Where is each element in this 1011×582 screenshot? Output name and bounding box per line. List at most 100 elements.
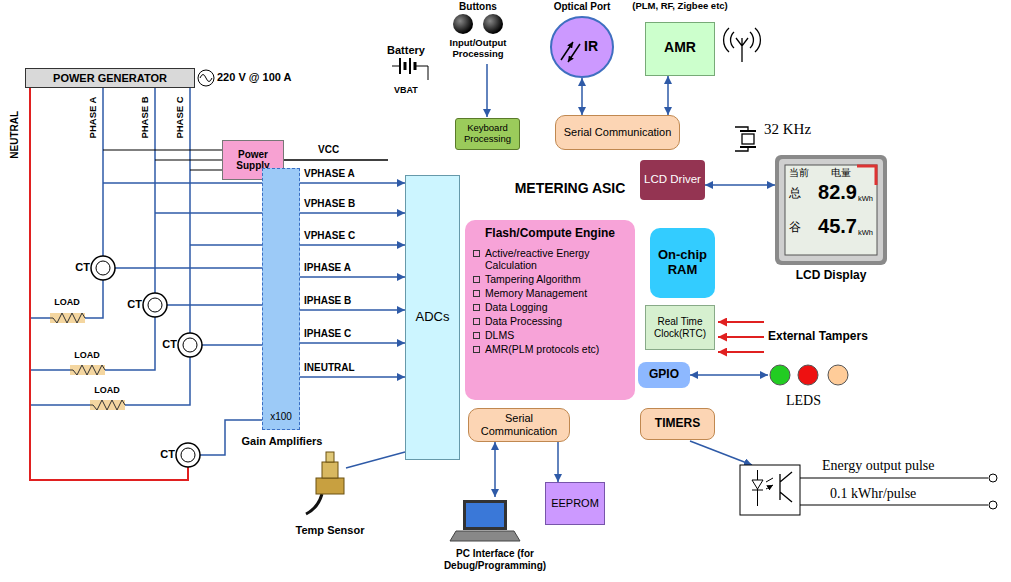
lcd-display: 当前电量82.9kWh总谷45.7kWhLCD Display xyxy=(775,155,887,265)
signal-label: VPHASE A xyxy=(304,168,386,180)
bullet-square xyxy=(473,276,480,283)
node-text: x100 xyxy=(263,411,299,423)
sensor-label: Temp Sensor xyxy=(288,524,372,537)
pin-name: VBAT xyxy=(394,85,430,95)
bullet-square xyxy=(473,332,480,339)
node-text: (PLM, RF, Zigbee etc) xyxy=(618,1,742,12)
wire-name: PHASE C xyxy=(175,92,186,142)
led-label: LEDS xyxy=(786,393,836,409)
signal-label: IPHASE B xyxy=(304,295,386,307)
keyboard-block: Keyboard Processing xyxy=(455,118,520,150)
node-text: AMR xyxy=(645,39,715,55)
adc-block: ADCs xyxy=(405,175,460,460)
list-row: Data Logging xyxy=(473,301,547,313)
node-text: IR xyxy=(584,38,608,54)
node-text: CT xyxy=(70,261,90,274)
node-text: 谷 xyxy=(789,221,803,235)
list-item: Data Logging xyxy=(485,301,547,313)
node-text: 电量 xyxy=(831,167,859,179)
ram-block: On-chip RAM xyxy=(650,228,715,298)
tamper-label: External Tampers xyxy=(768,330,908,344)
compute-engine-block: Flash/Compute EngineActive/reactive Ener… xyxy=(465,220,635,400)
list-row: Active/reactive Energy Calculation xyxy=(473,247,627,271)
wire-name: PHASE B xyxy=(140,92,151,142)
amr-module: (PLM, RF, Zigbee etc)AMR xyxy=(645,22,715,76)
signal-label: VCC xyxy=(318,144,362,156)
serial-block: Serial Communication xyxy=(555,115,680,150)
current-transformer: CT xyxy=(122,292,168,318)
antenna-symbol xyxy=(724,28,761,62)
list-item: Tampering Algorithm xyxy=(485,273,581,285)
load-label: LOAD xyxy=(47,297,87,307)
current-transformer: CT xyxy=(155,442,201,468)
optocoupler xyxy=(690,441,997,515)
led-lamps xyxy=(770,365,848,385)
node-text: METERING ASIC xyxy=(505,180,635,196)
node-text: 总 xyxy=(789,187,803,201)
ir-port-shape xyxy=(550,16,614,78)
timer-block: TIMERS xyxy=(640,408,715,440)
signal-label: VPHASE B xyxy=(304,198,386,210)
bullet-square xyxy=(473,346,480,353)
node-text: GPIO xyxy=(649,368,679,382)
node-text: ADCs xyxy=(416,310,450,325)
list-row: Data Processing xyxy=(473,315,562,327)
node-text: POWER GENERATOR xyxy=(53,72,167,85)
serial-block: Serial Communication xyxy=(468,408,570,442)
node-text: CT xyxy=(122,298,142,311)
signal-label: IPHASE A xyxy=(304,262,386,274)
push-buttons xyxy=(453,14,503,34)
signal-label: INEUTRAL xyxy=(304,362,386,374)
list-item: Active/reactive Energy Calculation xyxy=(485,247,627,271)
node-text: kWh xyxy=(858,229,875,238)
list-row: DLMS xyxy=(473,329,514,341)
load-label: LOAD xyxy=(87,385,127,395)
battery-symbol xyxy=(392,58,428,80)
optical-port: Optical PortIR xyxy=(550,16,614,78)
node-text: Gain Amplifiers xyxy=(232,435,332,448)
buttons-caption: Input/Output Processing xyxy=(428,38,528,60)
lcd-driver-block: LCD Driver xyxy=(640,160,705,200)
node-text: Real Time Clock(RTC) xyxy=(649,316,711,339)
node-text: Keyboard Processing xyxy=(459,123,516,145)
wire-name: PHASE A xyxy=(88,92,99,142)
gpio-block: GPIO xyxy=(638,362,690,388)
buttons-label: Buttons xyxy=(448,1,508,13)
list-row: Memory Management xyxy=(473,287,587,299)
node-text: On-chip RAM xyxy=(653,248,712,278)
node-text: LCD Driver xyxy=(644,173,701,186)
node-text: 45.7 xyxy=(807,215,857,238)
current-transformer: CT xyxy=(70,255,116,281)
node-text: TIMERS xyxy=(655,417,700,431)
list-item: DLMS xyxy=(485,329,514,341)
signal-connector xyxy=(284,159,388,161)
list-item: AMR(PLM protocols etc) xyxy=(485,343,599,355)
node-text: CT xyxy=(157,338,177,351)
pulse-label: Energy output pulse xyxy=(822,458,972,474)
crystal-symbol xyxy=(735,127,756,151)
pc-label: PC Interface (for Debug/Programming) xyxy=(410,548,580,571)
node-text: kWh xyxy=(858,195,875,204)
node-text: Optical Port xyxy=(542,1,622,13)
ac-source-symbol xyxy=(198,70,214,86)
eeprom-chip: EEPROM xyxy=(545,482,605,525)
list-row: Flash/Compute Engine xyxy=(485,227,615,241)
node-text: 当前 xyxy=(789,167,817,179)
list-item: Memory Management xyxy=(485,287,587,299)
resistor-symbol xyxy=(50,313,125,410)
bullet-square xyxy=(473,290,480,297)
list-row: AMR(PLM protocols etc) xyxy=(473,343,599,355)
list-row: Tampering Algorithm xyxy=(473,273,581,285)
source-rating: 220 V @ 100 A xyxy=(217,71,327,84)
battery-label: Battery xyxy=(378,44,434,57)
crystal-frequency: 32 KHz xyxy=(764,121,844,138)
signal-label: IPHASE C xyxy=(304,328,386,340)
node-text: LCD Display xyxy=(775,269,887,283)
pulse-rate: 0.1 kWhr/pulse xyxy=(830,486,960,502)
node-text: 82.9 xyxy=(807,181,857,204)
block-heading: Flash/Compute Engine xyxy=(485,227,615,241)
rtc-block: Real Time Clock(RTC) xyxy=(645,305,715,350)
node-text: Serial Communication xyxy=(564,126,672,139)
current-transformer: CT xyxy=(157,332,203,358)
gain-amplifier-box: x100Gain Amplifiers xyxy=(262,168,300,430)
